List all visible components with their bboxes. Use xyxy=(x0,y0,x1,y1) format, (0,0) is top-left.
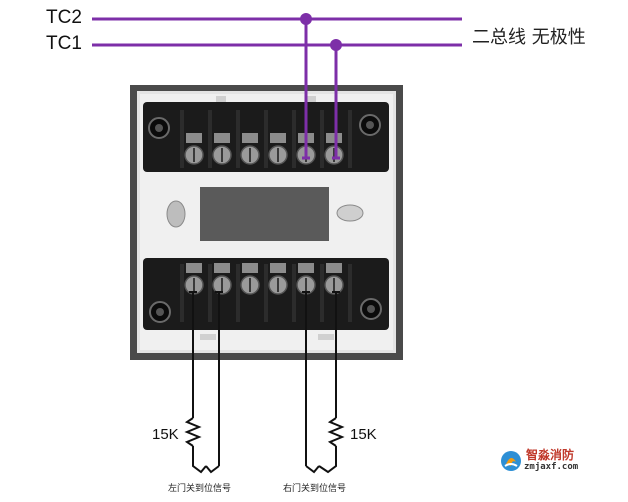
left-resistor-symbol xyxy=(184,417,202,447)
display-window xyxy=(200,187,329,241)
bottom-terminal-screw-5 xyxy=(296,263,316,295)
right-resistor-label: 15K xyxy=(350,426,377,443)
slot-right xyxy=(336,204,364,222)
right-resistor-symbol xyxy=(327,417,345,447)
top-terminal-screw-1 xyxy=(184,133,204,165)
left-resistor-label: 15K xyxy=(152,426,179,443)
bottom-terminal-screw-1 xyxy=(184,263,204,295)
bottom-terminal-screw-3 xyxy=(240,263,260,295)
terminal-block-bottom xyxy=(143,258,389,330)
watermark-name: 智淼消防 xyxy=(526,448,575,462)
module-device xyxy=(130,85,403,360)
top-terminal-screw-3 xyxy=(240,133,260,165)
bottom-terminal-screw-2 xyxy=(212,263,232,295)
tc1-label: TC1 xyxy=(46,33,82,54)
watermark-site: zmjaxf.com xyxy=(524,462,579,472)
tc2-label: TC2 xyxy=(46,7,82,28)
watermark-logo: 智淼消防 zmjaxf.com xyxy=(500,446,610,476)
top-terminal-screw-2 xyxy=(212,133,232,165)
tc1-junction-dot xyxy=(330,39,342,51)
terminal-block-top xyxy=(143,102,389,172)
bottom-terminal-screw-4 xyxy=(268,263,288,295)
slot-left xyxy=(166,200,186,228)
bus-wires xyxy=(92,17,462,160)
tc2-junction-dot xyxy=(300,13,312,25)
bus-description: 二总线 无极性 xyxy=(472,27,586,48)
left-signal-caption: 左门关到位信号 xyxy=(168,484,232,494)
bottom-terminal-screw-6 xyxy=(324,263,344,295)
flame-logo-icon xyxy=(501,451,521,471)
top-terminal-screw-4 xyxy=(268,133,288,165)
signal-wires xyxy=(184,291,345,474)
right-signal-caption: 右门关到位信号 xyxy=(283,484,347,494)
